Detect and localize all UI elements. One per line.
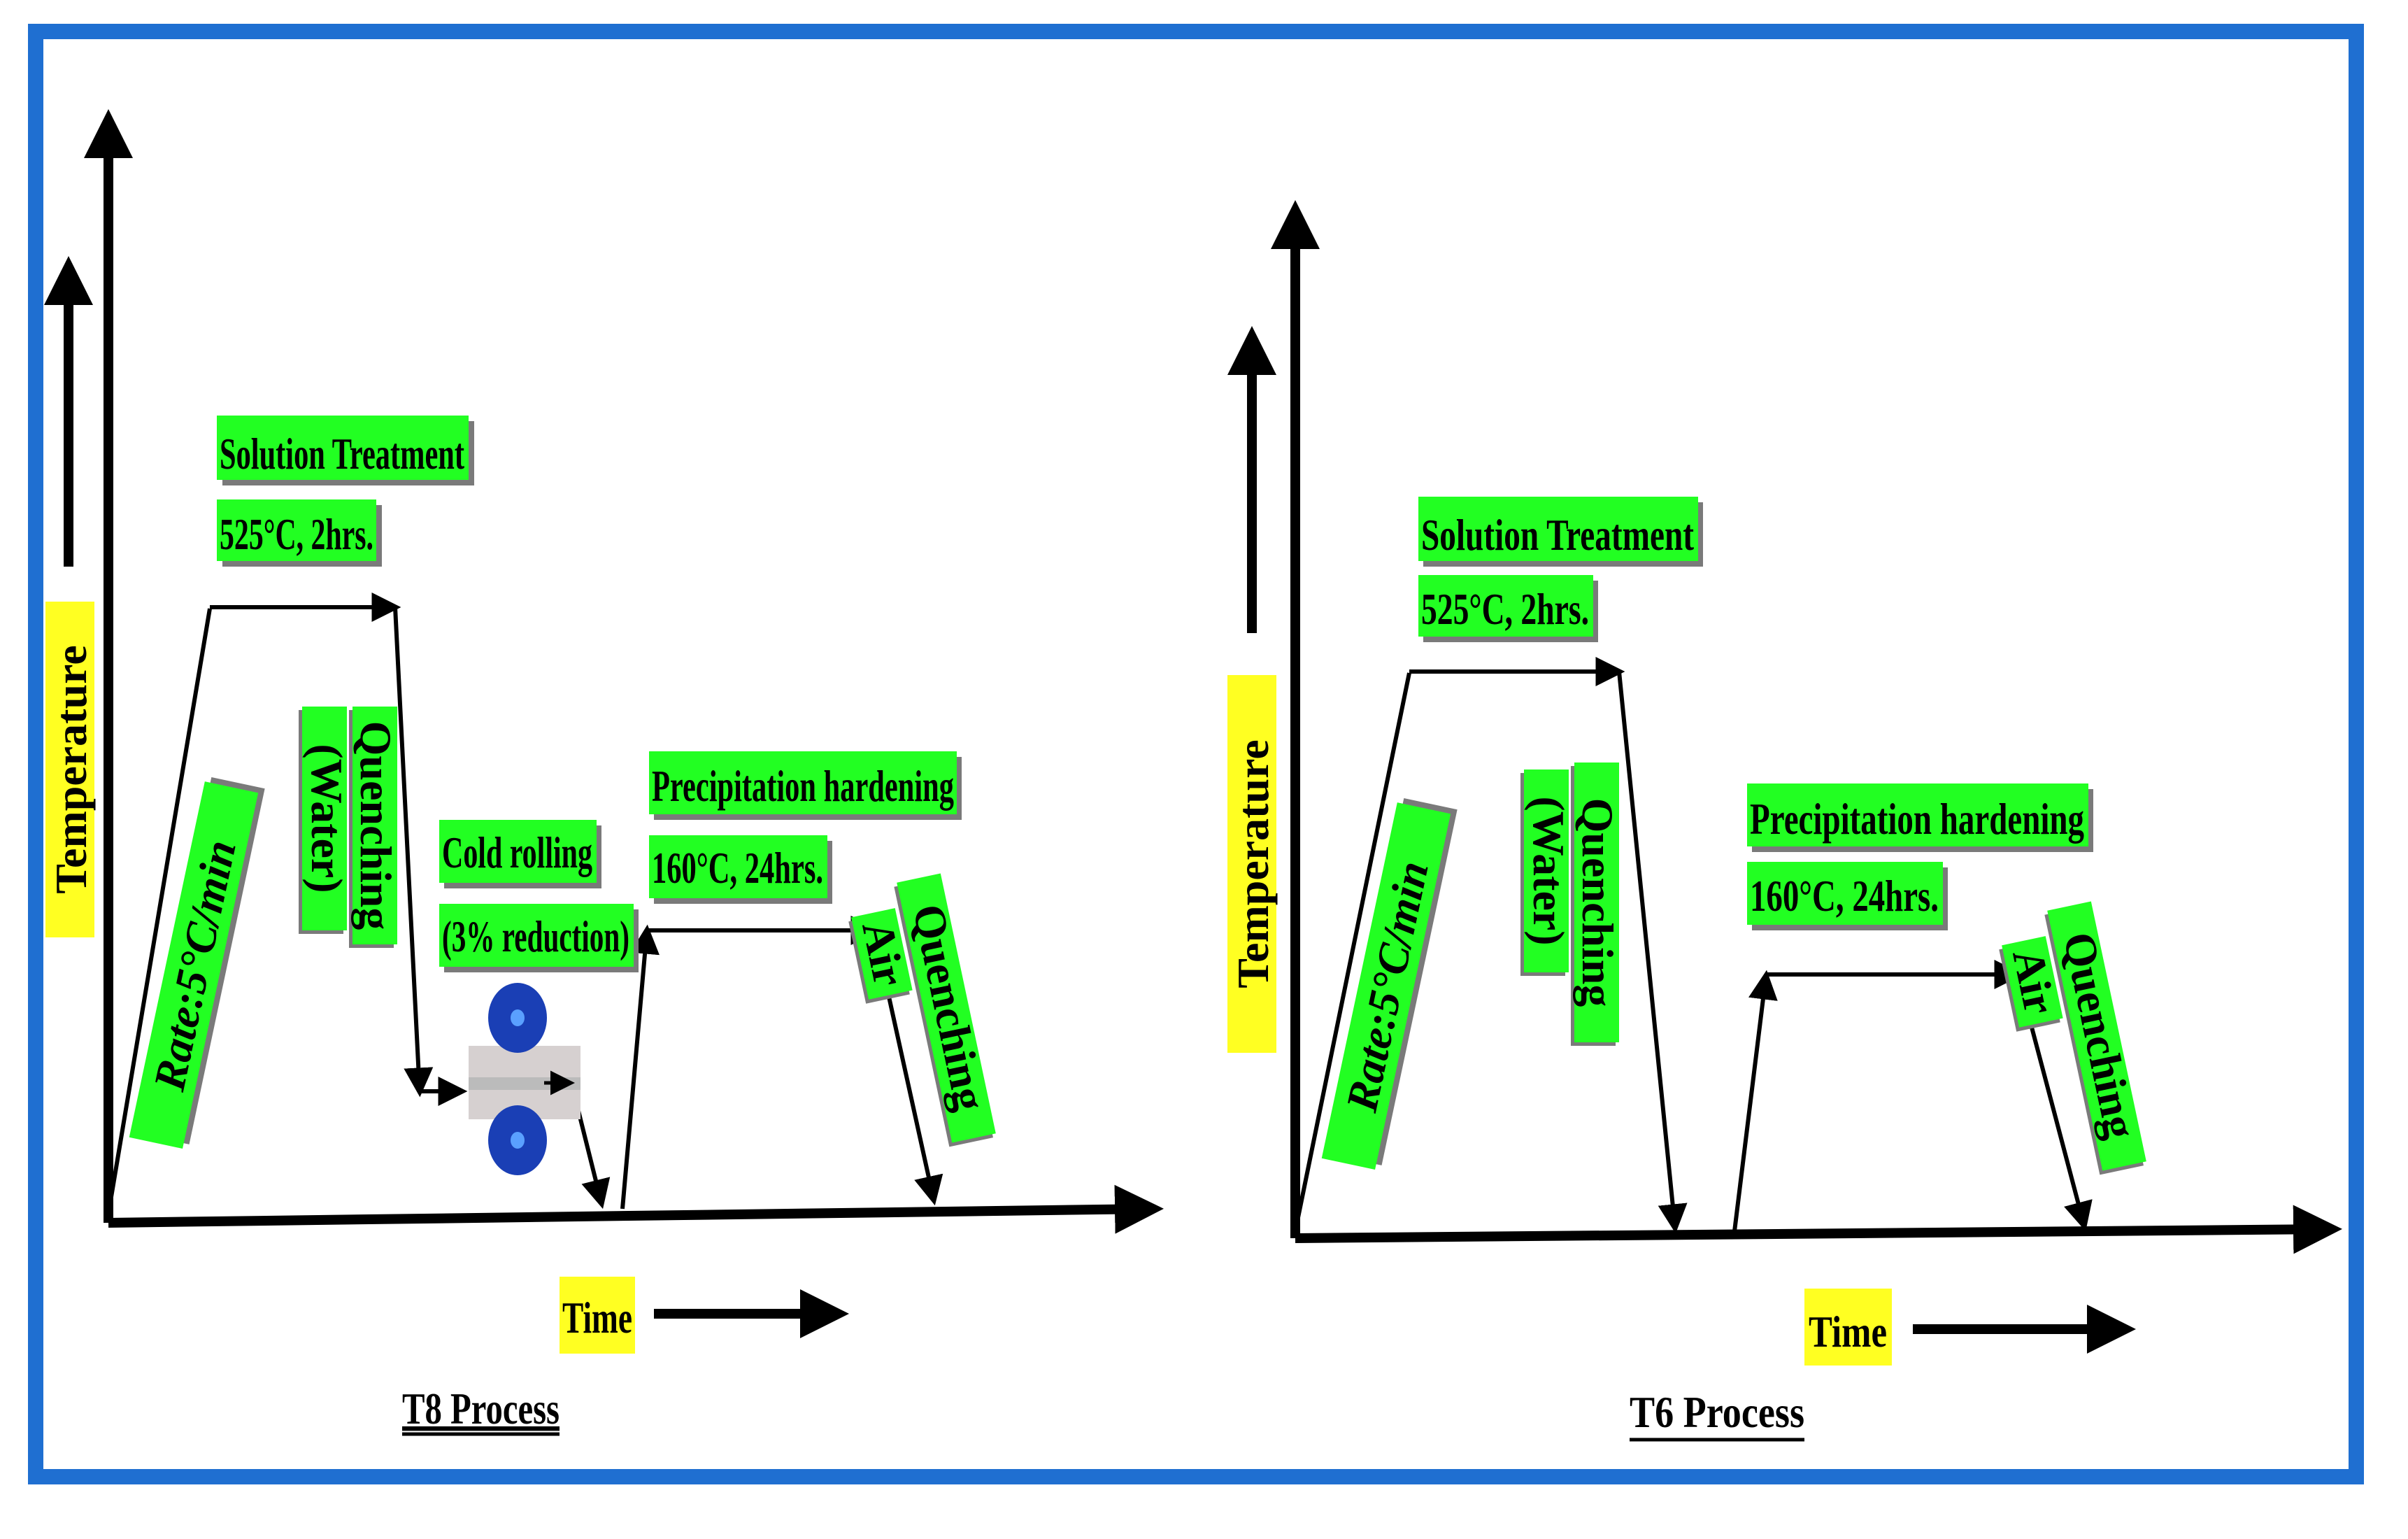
- t6-quench-line2: (Water): [1524, 796, 1574, 945]
- svg-text:Precipitation hardening: Precipitation hardening: [652, 761, 954, 811]
- t8-quench-line2: (Water): [302, 744, 352, 893]
- t6-x-axis: [1295, 1205, 2342, 1254]
- t8-quench-line1: Quenching: [351, 721, 401, 930]
- t6-x-axis-label: Time: [1809, 1307, 1887, 1356]
- t6-air-quench-line2: Quenching: [2054, 928, 2146, 1143]
- svg-text:525°C, 2hrs.: 525°C, 2hrs.: [220, 509, 373, 559]
- svg-text:(3% reduction): (3% reduction): [442, 912, 629, 961]
- svg-text:160°C, 24hrs.: 160°C, 24hrs.: [652, 843, 823, 893]
- svg-text:525°C, 2hrs.: 525°C, 2hrs.: [1421, 584, 1589, 634]
- svg-text:Solution Treatment: Solution Treatment: [1421, 510, 1695, 560]
- t8-panel: Temperature Solution Treatment 525°C, 2h…: [44, 109, 1164, 1436]
- t6-heating-ramp: [1293, 672, 1411, 1232]
- t6-water-quench: [1617, 671, 1688, 1234]
- t8-x-axis: [108, 1184, 1164, 1234]
- t6-precipitation-label: Precipitation hardening 160°C, 24hrs.: [1747, 783, 2093, 930]
- t8-aging-ramp: [620, 924, 660, 1210]
- t8-precipitation-label: Precipitation hardening 160°C, 24hrs.: [649, 751, 962, 904]
- t8-solution-treatment-label: Solution Treatment 525°C, 2hrs.: [217, 416, 474, 567]
- svg-text:Precipitation hardening: Precipitation hardening: [1750, 794, 2084, 844]
- t8-water-quench: [393, 607, 434, 1098]
- t8-cold-rolling-label: Cold rolling (3% reduction): [439, 820, 639, 972]
- t8-x-axis-label: Time: [562, 1293, 632, 1342]
- t6-y-axis-label: Temperature: [1228, 739, 1278, 988]
- svg-text:Solution Treatment: Solution Treatment: [220, 429, 464, 478]
- t6-solution-treatment-label: Solution Treatment 525°C, 2hrs.: [1418, 497, 1703, 642]
- t8-heating-rate-label: Rate:5°C/min: [144, 836, 245, 1095]
- svg-text:160°C, 24hrs.: 160°C, 24hrs.: [1750, 871, 1939, 921]
- t6-aging-ramp: [1732, 970, 1778, 1232]
- rolling-mill-icon: [469, 983, 580, 1175]
- t6-caption: T6 Process: [1630, 1387, 1804, 1437]
- svg-text:Cold rolling: Cold rolling: [442, 828, 592, 877]
- t8-caption: T8 Process: [402, 1384, 560, 1433]
- t8-y-axis-label: Temperature: [46, 645, 96, 894]
- diagram-frame: [28, 24, 2364, 1484]
- t8-heating-ramp: [106, 608, 212, 1214]
- t6-heating-rate-label: Rate:5°C/min: [1337, 857, 1438, 1116]
- t6-panel: Temperature Solution Treatment 525°C, 2h…: [1227, 200, 2342, 1442]
- t6-quench-line1: Quenching: [1573, 798, 1623, 1007]
- t8-air-quench-line2: Quenching: [904, 900, 996, 1115]
